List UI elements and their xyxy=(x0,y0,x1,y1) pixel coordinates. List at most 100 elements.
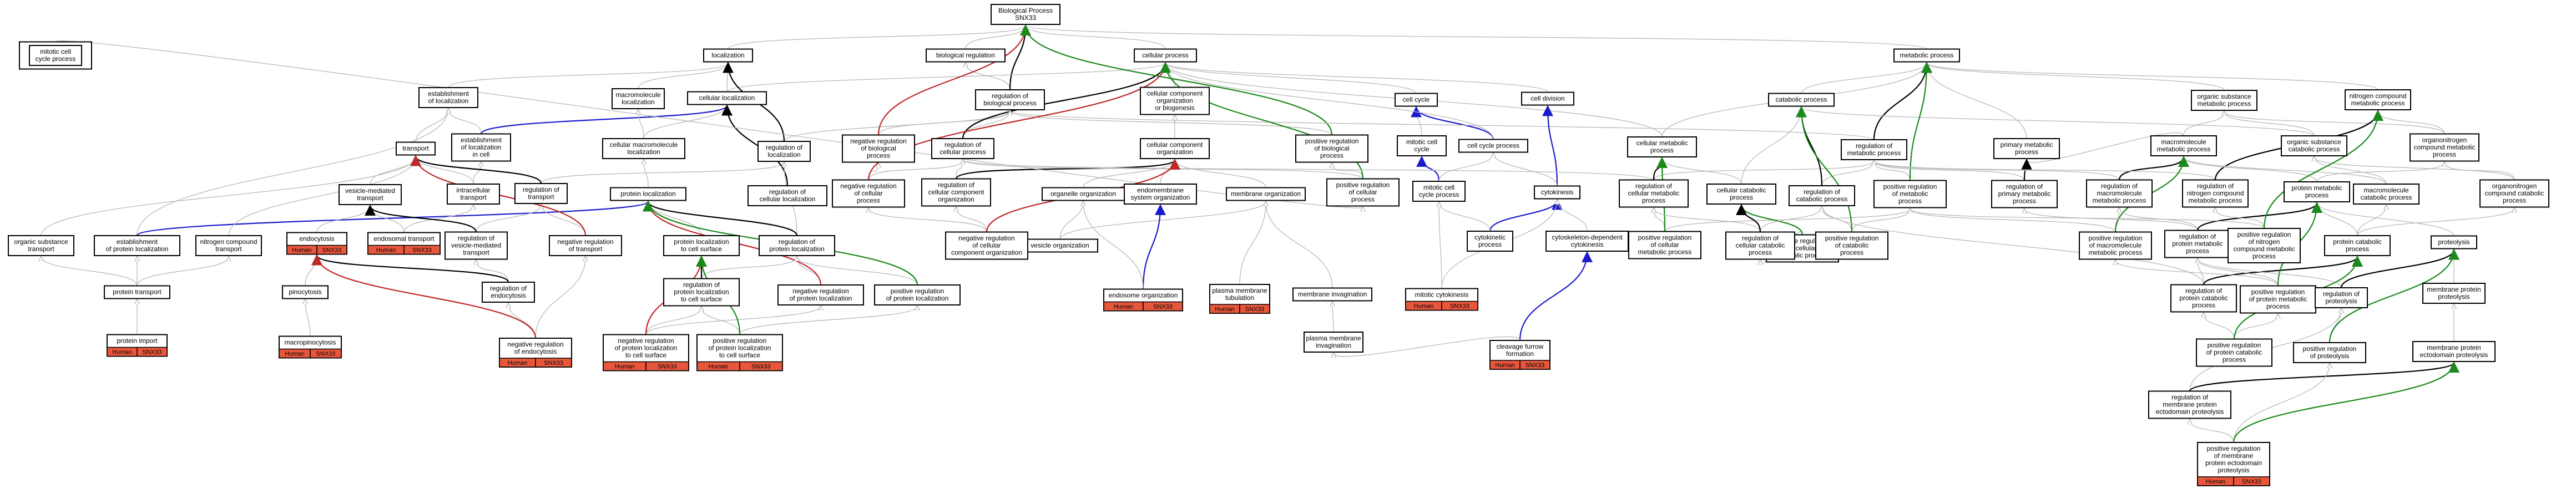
go-term-ccproc[interactable]: cell cycle process xyxy=(1458,139,1528,153)
go-term-protloc[interactable]: protein localization xyxy=(610,187,686,201)
go-term-meminvag[interactable]: membrane invagination xyxy=(1292,287,1372,302)
go-term-protransport[interactable]: protein transport xyxy=(104,285,170,299)
go-term-cellcycle[interactable]: cell cycle xyxy=(1395,93,1438,107)
go-term-pinocytosis[interactable]: pinocytosis xyxy=(282,285,329,299)
go-term-memorg[interactable]: membrane organization xyxy=(1226,187,1306,201)
go-term-proteolysis[interactable]: proteolysis xyxy=(2431,235,2477,249)
go-term-cytokinesis[interactable]: cytokinesis xyxy=(1534,185,1580,200)
go-term-celldiv[interactable]: cell division xyxy=(1521,91,1574,106)
go-term-metproc[interactable]: metabolic process xyxy=(1893,48,1960,63)
go-term-cellproc[interactable]: cellular process xyxy=(1134,48,1197,63)
go-term-localization[interactable]: localization xyxy=(703,48,753,63)
go-term-cellloc[interactable]: cellular localization xyxy=(687,91,767,105)
go-term-transport[interactable]: transport xyxy=(396,141,436,156)
go-term-biolreg[interactable]: biological regulation xyxy=(926,48,1006,63)
go-term-catproc[interactable]: catabolic process xyxy=(1768,93,1835,107)
go-term-vesorg[interactable]: vesicle organization xyxy=(1022,238,1098,253)
